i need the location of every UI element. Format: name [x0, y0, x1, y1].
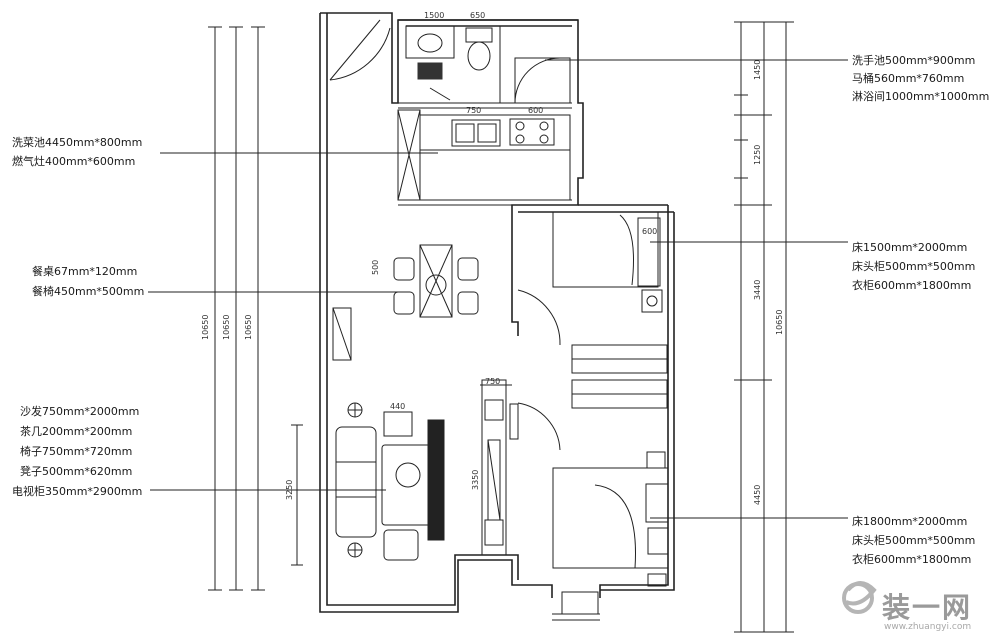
dim-small-1: 1500 [424, 11, 444, 20]
bathroom-annotations: 洗手池500mm*900mm 马桶560mm*760mm 淋浴间1000mm*1… [852, 54, 989, 104]
dim-small-8: 600 [642, 227, 657, 236]
dim-right-4: 4450 [753, 485, 762, 505]
watermark-brand: 装一网 [882, 591, 973, 624]
annotation-line: 床1800mm*2000mm [852, 515, 968, 528]
right-dimension-lines [734, 21, 794, 633]
watermark-logo-icon [842, 581, 877, 614]
annotation-line: 椅子750mm*720mm [20, 445, 133, 458]
dim-left-3: 10650 [244, 315, 253, 340]
leader-lines [148, 59, 848, 519]
dim-small-7: 500 [371, 260, 380, 275]
annotation-line: 衣柜600mm*1800mm [852, 279, 972, 292]
dining-annotations: 餐桌67mm*120mm 餐椅450mm*500mm [32, 265, 144, 299]
dim-sofa-zone: 3250 [285, 480, 294, 500]
annotation-line: 沙发750mm*2000mm [20, 405, 140, 418]
annotation-line: 茶几200mm*200mm [20, 425, 133, 438]
annotation-line: 床头柜500mm*500mm [852, 534, 976, 547]
annotation-line: 床1500mm*2000mm [852, 241, 968, 254]
annotation-line: 淋浴间1000mm*1000mm [852, 90, 990, 103]
annotation-line: 马桶560mm*760mm [852, 72, 965, 85]
kitchen-fixtures [397, 109, 572, 206]
annotation-line: 床头柜500mm*500mm [852, 260, 976, 273]
main-bedroom-annotations: 床1800mm*2000mm 床头柜500mm*500mm 衣柜600mm*18… [852, 515, 975, 567]
dim-small-3: 750 [466, 106, 481, 115]
dim-left-2: 10650 [222, 315, 231, 340]
bathroom-fixtures [398, 25, 572, 109]
annotation-line: 凳子500mm*620mm [20, 465, 133, 478]
annotation-line: 洗菜池4450mm*800mm [12, 136, 143, 149]
main-bedroom-furniture [517, 402, 669, 621]
dim-small-2: 650 [470, 11, 485, 20]
dim-tv-wall: 3350 [471, 470, 480, 490]
annotation-line: 洗手池500mm*900mm [852, 54, 976, 67]
dim-small-6: 750 [485, 377, 500, 386]
kitchen-annotations: 洗菜池4450mm*800mm 燃气灶400mm*600mm [12, 136, 142, 169]
living-furniture [335, 379, 519, 561]
annotation-line: 餐桌67mm*120mm [32, 265, 138, 278]
dim-right-3: 3440 [753, 280, 762, 300]
dim-small-4: 600 [528, 106, 543, 115]
annotation-line: 餐椅450mm*500mm [32, 285, 145, 298]
dim-right-1: 1450 [753, 60, 762, 80]
annotation-line: 衣柜600mm*1800mm [852, 553, 972, 566]
dim-left-1: 10650 [201, 315, 210, 340]
left-dimension-lines [208, 26, 303, 591]
dim-right-total: 10650 [775, 310, 784, 335]
watermark-url: www.zhuangyi.com [884, 622, 972, 632]
annotation-line: 电视柜350mm*2900mm [12, 485, 143, 498]
dining-furniture [332, 244, 479, 361]
dim-right-2: 1250 [753, 145, 762, 165]
dimension-text: 10650 10650 10650 3250 3350 1450 1250 34… [201, 11, 784, 505]
living-annotations: 沙发750mm*2000mm 茶几200mm*200mm 椅子750mm*720… [12, 405, 142, 499]
entrance-door [329, 19, 391, 81]
annotation-line: 燃气灶400mm*600mm [12, 155, 136, 168]
small-bedroom-furniture [517, 211, 668, 409]
dim-small-5: 440 [390, 402, 405, 411]
small-bedroom-annotations: 床1500mm*2000mm 床头柜500mm*500mm 衣柜600mm*18… [852, 241, 975, 293]
